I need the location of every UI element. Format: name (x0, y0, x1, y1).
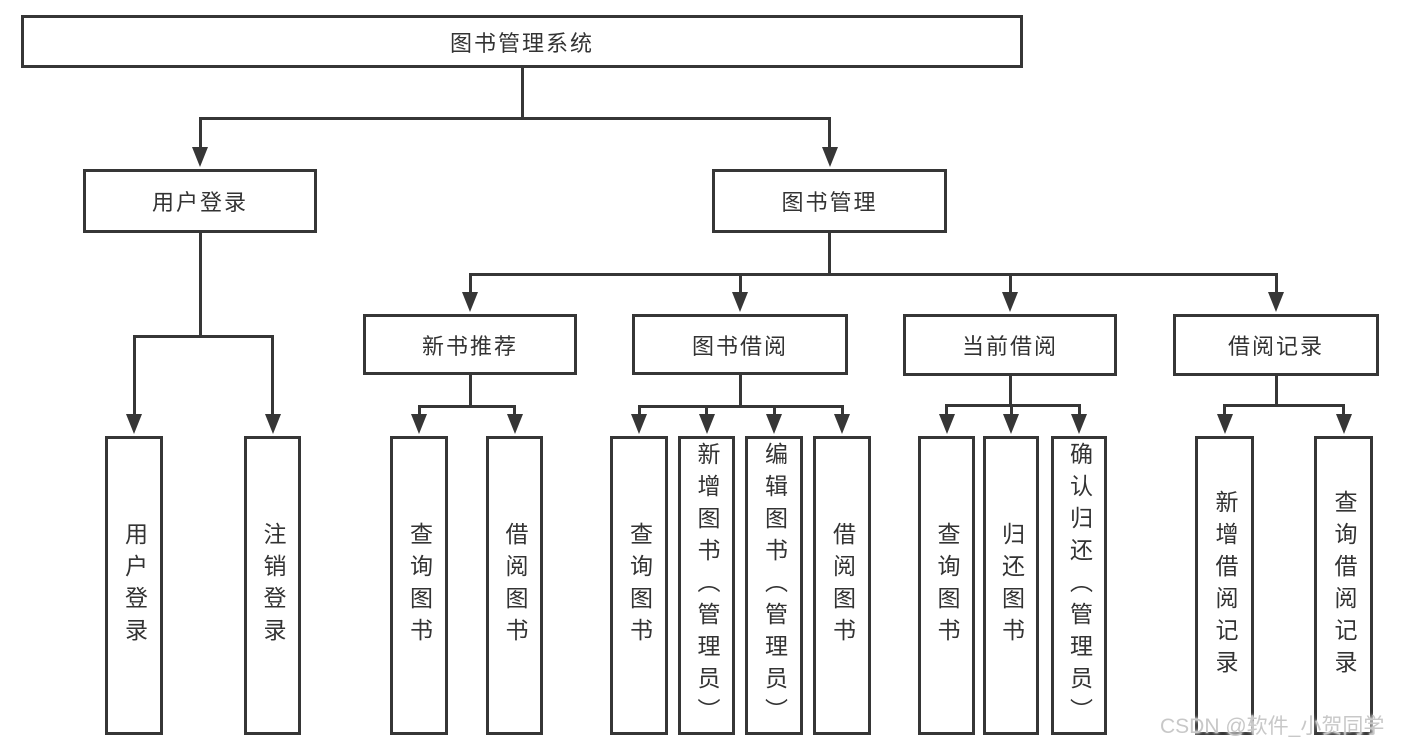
node-add-borrow-record: 新增借阅记录 (1195, 436, 1254, 735)
arrow-down-icon (411, 414, 427, 434)
node-label: 图书借阅 (691, 333, 788, 359)
connector-line (1009, 407, 1013, 416)
connector-line (132, 335, 274, 338)
arrow-down-icon (1071, 414, 1087, 434)
connector-line (738, 276, 742, 294)
node-label: 新增图书（管理员） (694, 441, 720, 730)
arrow-down-icon (506, 414, 523, 434)
node-user-login-module: 用户登录 (83, 169, 317, 233)
arrow-down-icon (264, 414, 281, 434)
connector-line (132, 338, 136, 416)
node-query-book-1: 查询图书 (390, 436, 448, 735)
arrow-down-icon (192, 147, 208, 167)
connector-line (738, 375, 742, 408)
node-label: 查询图书 (406, 521, 433, 650)
connector-line (828, 233, 831, 276)
connector-line (1274, 276, 1278, 294)
connector-line (417, 408, 421, 416)
connector-line (513, 408, 516, 416)
node-label: 确认归还（管理员） (1066, 441, 1093, 730)
connector-line (198, 117, 831, 120)
node-book-mgmt-module: 图书管理 (712, 169, 947, 233)
connector-line (828, 120, 831, 149)
node-confirm-return: 确认归还（管理员） (1051, 436, 1107, 735)
connector-line (1223, 407, 1226, 416)
arrow-down-icon (766, 414, 782, 434)
connector-line (840, 408, 844, 416)
arrow-down-icon (938, 414, 955, 434)
node-root: 图书管理系统 (21, 15, 1023, 68)
node-label: 用户登录 (151, 190, 248, 215)
node-label: 新书推荐 (421, 333, 518, 359)
connector-line (468, 276, 472, 294)
node-label: 查询借阅记录 (1331, 489, 1357, 682)
node-label: 用户登录 (121, 521, 148, 650)
node-current-borrow: 当前借阅 (903, 314, 1117, 376)
connector-line (198, 120, 202, 149)
node-label: 新增借阅记录 (1212, 489, 1238, 682)
watermark: CSDN @软件_小贺同学 (1160, 715, 1385, 738)
connector-line (705, 408, 708, 416)
arrow-down-icon (1002, 292, 1018, 312)
node-add-book: 新增图书（管理员） (678, 436, 735, 735)
node-borrow-book-2: 借阅图书 (813, 436, 871, 735)
arrow-down-icon (698, 414, 715, 434)
connector-line (1274, 376, 1278, 407)
connector-line (945, 407, 948, 416)
connector-line (468, 273, 1278, 276)
connector-line (945, 404, 1081, 407)
node-logout: 注销登录 (244, 436, 301, 735)
node-label: 借阅图书 (829, 521, 856, 650)
node-label: 图书管理系统 (449, 30, 594, 56)
connector-line (1077, 407, 1081, 416)
node-borrow-records: 借阅记录 (1173, 314, 1379, 376)
arrow-down-icon (1268, 292, 1284, 312)
connector-line (1342, 407, 1345, 416)
node-label: 查询图书 (626, 521, 653, 650)
connector-line (198, 233, 202, 338)
arrow-down-icon (821, 147, 838, 167)
arrow-down-icon (1335, 414, 1352, 434)
node-new-book-rec: 新书推荐 (363, 314, 577, 375)
node-label: 归还图书 (998, 521, 1025, 650)
node-edit-book: 编辑图书（管理员） (745, 436, 803, 735)
connector-line (468, 375, 472, 408)
node-label: 借阅记录 (1227, 334, 1324, 359)
node-query-borrow-record: 查询借阅记录 (1314, 436, 1373, 735)
node-book-borrow: 图书借阅 (632, 314, 848, 375)
node-user-login: 用户登录 (105, 436, 163, 735)
arrow-down-icon (631, 414, 647, 434)
node-label: 借阅图书 (502, 521, 528, 650)
connector-line (1008, 376, 1012, 407)
connector-line (271, 338, 274, 416)
node-label: 当前借阅 (961, 334, 1058, 359)
connector-line (772, 408, 776, 416)
connector-line (417, 405, 516, 408)
connector-line (637, 405, 844, 408)
connector-line (1223, 404, 1345, 407)
arrow-down-icon (462, 292, 478, 312)
node-label: 注销登录 (260, 521, 286, 650)
node-query-book-2: 查询图书 (610, 436, 668, 735)
arrow-down-icon (126, 414, 142, 434)
arrow-down-icon (1216, 414, 1233, 434)
node-label: 图书管理 (781, 190, 878, 215)
node-label: 编辑图书（管理员） (761, 441, 788, 730)
node-borrow-book-1: 借阅图书 (486, 436, 543, 735)
node-query-book-3: 查询图书 (918, 436, 975, 735)
connector-line (637, 408, 641, 416)
arrow-down-icon (1003, 414, 1019, 434)
arrow-down-icon (834, 414, 850, 434)
node-return-book: 归还图书 (983, 436, 1039, 735)
node-label: 查询图书 (934, 521, 960, 650)
connector-line (520, 68, 524, 120)
arrow-down-icon (732, 292, 748, 312)
connector-line (1008, 276, 1012, 294)
